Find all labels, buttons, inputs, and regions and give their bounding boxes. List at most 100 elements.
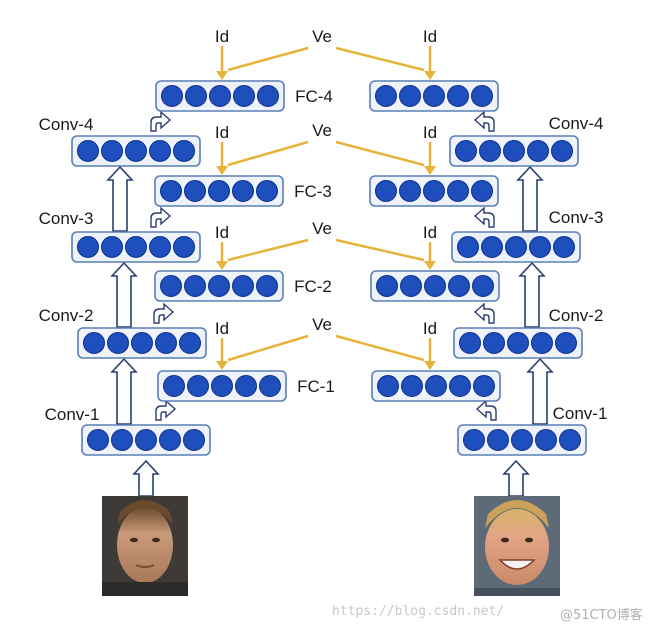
right-input-arrow <box>502 459 530 497</box>
watermark-brand: @51CTO博客 <box>560 608 643 623</box>
neuron-node <box>448 275 470 297</box>
neuron-node <box>101 140 123 162</box>
neuron-node <box>211 375 233 397</box>
neuron-node <box>481 236 503 258</box>
neuron-node <box>77 236 99 258</box>
neuron-node <box>463 429 485 451</box>
neuron-node <box>187 375 209 397</box>
neuron-node <box>184 275 206 297</box>
neuron-node <box>399 85 421 107</box>
left-conv-arrow <box>110 261 138 328</box>
left-conv-arrow <box>106 165 134 232</box>
id-label: Id <box>215 123 229 142</box>
left-fc-layer <box>154 270 284 302</box>
neuron-node <box>555 332 577 354</box>
neuron-node <box>449 375 471 397</box>
left-conv-label-2: Conv-2 <box>39 306 94 325</box>
right-fc-layer <box>369 175 499 207</box>
right-conv-arrow <box>518 261 546 328</box>
left-conv-label-3: Conv-3 <box>39 209 94 228</box>
neuron-node <box>173 236 195 258</box>
neuron-node <box>459 332 481 354</box>
ve-label: Ve <box>312 315 332 334</box>
neuron-node <box>232 275 254 297</box>
ve-label: Ve <box>312 27 332 46</box>
neuron-node <box>233 85 255 107</box>
neuron-node <box>183 429 205 451</box>
right-conv-label-4: Conv-4 <box>549 114 604 133</box>
fc-label-1: FC-1 <box>297 377 335 396</box>
neuron-node <box>376 275 398 297</box>
neuron-node <box>135 429 157 451</box>
right-conv-arrow <box>516 165 544 232</box>
neuron-node <box>256 180 278 202</box>
neuron-node <box>473 375 495 397</box>
left-fc-layer <box>157 370 287 402</box>
neuron-node <box>423 180 445 202</box>
neuron-node <box>377 375 399 397</box>
neuron-node <box>173 140 195 162</box>
fc-label-4: FC-4 <box>295 87 333 106</box>
right-conv-label-1: Conv-1 <box>553 404 608 423</box>
left-conv-layer <box>77 327 207 359</box>
id-label: Id <box>215 319 229 338</box>
ve-signal-line <box>335 140 425 167</box>
right-conv-layer <box>451 231 581 263</box>
neuron-node <box>424 275 446 297</box>
neuron-node <box>256 275 278 297</box>
fc-label-2: FC-2 <box>294 277 332 296</box>
neuron-node <box>209 85 231 107</box>
neuron-node <box>455 140 477 162</box>
neuron-node <box>483 332 505 354</box>
neuron-node <box>160 275 182 297</box>
neuron-node <box>559 429 581 451</box>
ve-signal-line <box>227 140 309 167</box>
neuron-node <box>232 180 254 202</box>
neuron-node <box>125 236 147 258</box>
neuron-node <box>375 85 397 107</box>
neuron-node <box>375 180 397 202</box>
neuron-node <box>184 180 206 202</box>
right-conv-arrow <box>526 357 554 425</box>
right-conv-fc-arrow <box>473 110 495 132</box>
neuron-node <box>511 429 533 451</box>
neuron-node <box>447 180 469 202</box>
id-label: Id <box>423 27 437 46</box>
left-conv-arrow <box>110 357 138 425</box>
neuron-node <box>179 332 201 354</box>
id-label: Id <box>423 319 437 338</box>
left-input-arrow <box>132 459 160 497</box>
neuron-node <box>503 140 525 162</box>
ve-signal-line <box>227 46 309 72</box>
neuron-node <box>425 375 447 397</box>
neuron-node <box>527 140 549 162</box>
ve-signal-line <box>335 238 425 262</box>
left-conv-layer <box>81 424 211 456</box>
neuron-node <box>257 85 279 107</box>
neuron-node <box>551 140 573 162</box>
id-label: Id <box>423 223 437 242</box>
neuron-node <box>159 429 181 451</box>
right-conv-label-2: Conv-2 <box>549 306 604 325</box>
neuron-node <box>155 332 177 354</box>
id-label: Id <box>423 123 437 142</box>
ve-signal-line <box>227 334 309 362</box>
neuron-node <box>125 140 147 162</box>
ve-signal-line <box>335 46 425 72</box>
neuron-node <box>163 375 185 397</box>
ve-label: Ve <box>312 121 332 140</box>
fc-label-3: FC-3 <box>294 182 332 201</box>
neuron-node <box>505 236 527 258</box>
neuron-node <box>399 180 421 202</box>
neuron-node <box>401 375 423 397</box>
left-conv-fc-arrow <box>150 206 172 228</box>
id-label: Id <box>215 223 229 242</box>
right-conv-layer <box>457 424 587 456</box>
watermark-url: https://blog.csdn.net/ <box>332 604 505 619</box>
neuron-node <box>77 140 99 162</box>
neuron-node <box>457 236 479 258</box>
ve-signal-line <box>227 238 309 262</box>
right-conv-label-3: Conv-3 <box>549 208 604 227</box>
neuron-node <box>531 332 553 354</box>
left-conv-layer <box>71 135 201 167</box>
